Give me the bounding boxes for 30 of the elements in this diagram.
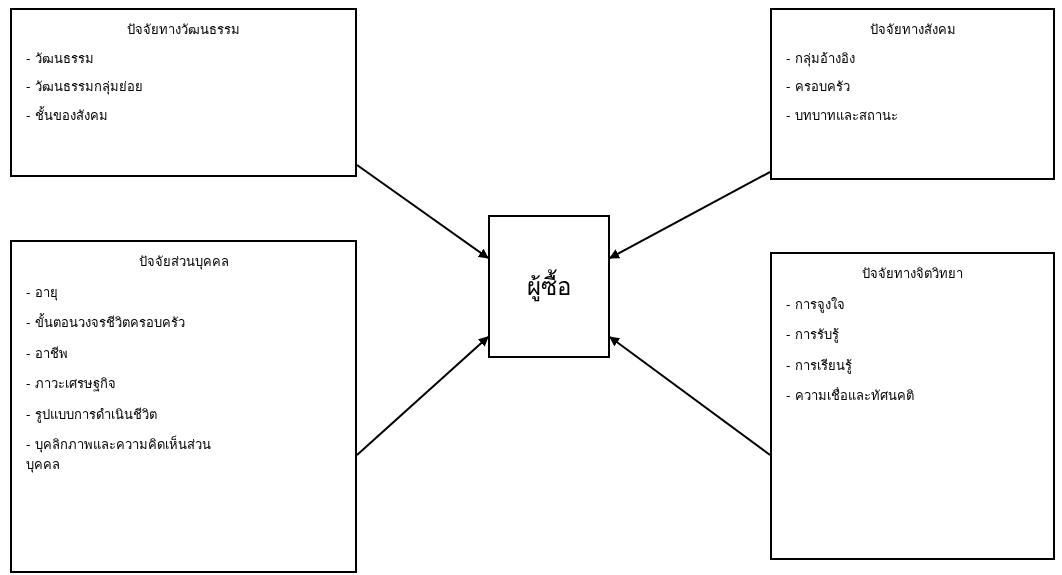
factor-item: - ครอบครัว: [786, 78, 851, 96]
arrow: [356, 336, 489, 456]
factor-item: - ชั้นของสังคม: [26, 105, 109, 125]
factor-item: - อาชีพ: [26, 344, 69, 363]
factor-item: - บทบาทและสถานะ: [786, 106, 899, 125]
factor-item: - ความเชื่อและทัศนคติ: [786, 386, 915, 405]
buyer-box: [488, 215, 610, 358]
factor-item: - การเรียนรู้: [786, 356, 853, 375]
factor-box: [10, 8, 357, 177]
factor-heading: ปัจจัยทางจิตวิทยา: [862, 265, 963, 283]
arrow: [609, 171, 771, 259]
factor-box: [770, 252, 1055, 560]
factor-item: - การรับรู้: [786, 326, 840, 345]
factor-item: - วัฒนธรรม: [26, 49, 95, 68]
arrow: [609, 336, 771, 456]
factor-heading: ปัจจัยส่วนบุคคล: [138, 253, 229, 272]
factor-item: - กลุ่มอ้างอิง: [786, 49, 856, 68]
factor-item: - รูปแบบการดำเนินชีวิต: [26, 405, 158, 424]
factor-item: - ขั้นตอนวงจรชีวิตครอบครัว: [26, 313, 186, 332]
factor-box: [770, 8, 1055, 180]
factor-item: - อายุ: [26, 283, 59, 302]
factor-item: - วัฒนธรรมกลุ่มย่อย: [26, 78, 144, 97]
factor-heading: ปัจจัยทางสังคม: [869, 21, 956, 39]
factor-item: - ภาวะเศรษฐกิจ: [26, 375, 117, 394]
buyer-label: ผู้ซื้อ: [527, 268, 571, 305]
arrow: [356, 164, 489, 259]
factor-heading: ปัจจัยทางวัฒนธรรม: [127, 21, 240, 39]
factor-item: - การจูงใจ: [786, 295, 846, 314]
factor-box: [10, 240, 357, 573]
factor-item: - บุคลิกภาพและความคิดเห็นส่วนบุคคล: [26, 435, 212, 474]
